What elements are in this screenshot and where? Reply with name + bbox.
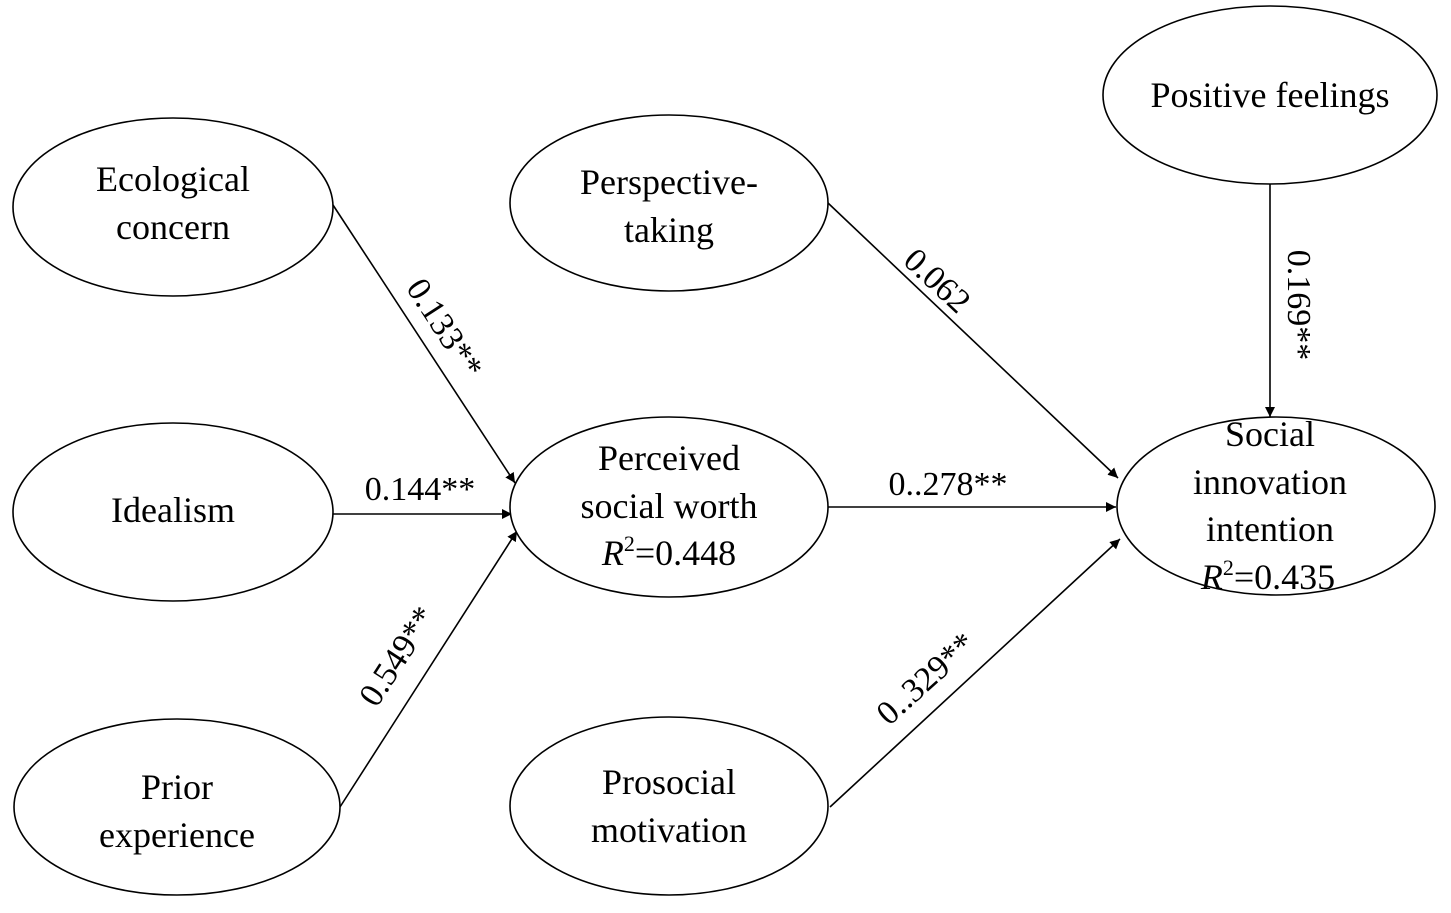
node-perspective-taking: Perspective- taking [509,114,829,292]
node-label-line: Ecological [96,159,250,199]
node-label-line: innovation [1193,462,1347,502]
node-prosocial-motivation: Prosocial motivation [509,716,829,896]
node-label-line: social worth [581,486,758,526]
node-label-line: Prior [141,767,213,807]
node-label-line: concern [116,207,230,247]
edge-ecological-to-worth [332,204,516,484]
path-coefficient-ecological: 0.133** [399,272,490,385]
node-label-line: taking [624,210,714,250]
node-prior-experience: Prior experience [13,718,341,896]
node-label-line: Prosocial [602,762,736,802]
node-positive-feelings: Positive feelings [1102,5,1438,185]
path-coefficient-positive-feelings: 0.169** [1280,250,1317,361]
path-coefficient-perceived-worth: 0..278** [889,466,1008,503]
path-coefficient-prosocial: 0..329** [870,625,983,732]
path-coefficient-prior-experience: 0.549** [352,600,443,713]
edge-perspective-to-intention [827,202,1119,479]
node-social-innovation-intention: Social innovation intention R2=0.435 [1116,414,1436,597]
r2-label: R2=0.448 [601,531,736,573]
node-perceived-social-worth: Perceived social worth R2=0.448 [509,416,829,598]
node-label-line: Social [1225,414,1315,454]
node-label-line: intention [1206,509,1334,549]
node-label-line: motivation [591,810,747,850]
edge-prior-to-worth [339,530,518,808]
path-coefficient-perspective-taking: 0.062 [896,241,977,320]
node-label-line: Perspective- [580,162,758,202]
r2-label: R2=0.435 [1200,555,1335,597]
node-label-line: Perceived [598,438,740,478]
node-label-line: Positive feelings [1151,75,1390,115]
edge-prosocial-to-intention [829,538,1121,808]
path-coefficient-idealism: 0.144** [365,471,476,508]
node-idealism: Idealism [12,422,334,602]
node-label-line: experience [99,815,255,855]
node-ecological-concern: Ecological concern [12,117,334,297]
node-label-line: Idealism [111,490,235,530]
